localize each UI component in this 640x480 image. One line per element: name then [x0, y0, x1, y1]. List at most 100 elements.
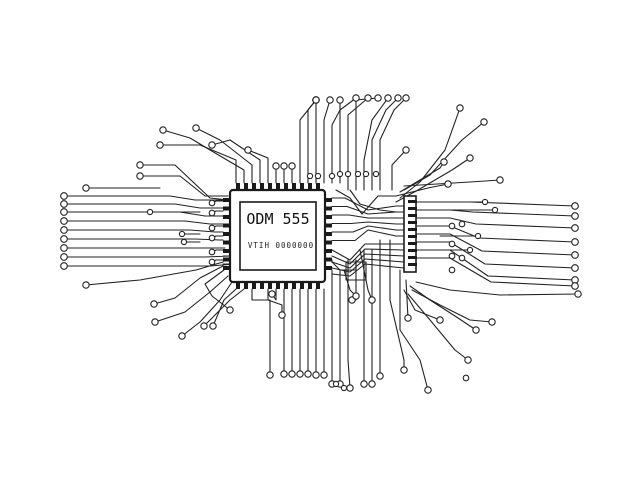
- pad-95: [312, 371, 320, 379]
- chip-pin-11: [276, 282, 280, 289]
- pad-81: [472, 326, 480, 334]
- chip-pin-12: [284, 183, 288, 190]
- chip-pin-27: [325, 215, 332, 219]
- pad-59: [444, 180, 452, 188]
- trace-105: [335, 189, 397, 215]
- pad-67: [571, 264, 579, 272]
- pad-31: [178, 332, 186, 340]
- pad-49: [354, 170, 362, 178]
- chip-pin-3: [244, 282, 248, 289]
- pad-32: [209, 322, 217, 330]
- pad-48: [344, 170, 352, 178]
- pad-72: [448, 252, 456, 260]
- pad-88: [266, 371, 274, 379]
- chip-pin-6: [260, 183, 264, 190]
- pad-65: [571, 238, 579, 246]
- trace-54: [415, 201, 576, 207]
- trace-60: [415, 249, 576, 281]
- chip-pin-17: [300, 282, 304, 289]
- trace-33: [203, 288, 245, 327]
- pad-15: [244, 146, 252, 154]
- pad-69: [571, 282, 579, 290]
- chip-pin-23: [325, 198, 332, 202]
- chip-pin-30: [223, 232, 230, 236]
- pad-62: [571, 202, 579, 210]
- pad-85: [404, 314, 412, 322]
- trace-72: [399, 269, 429, 391]
- trace-34: [204, 269, 231, 311]
- trace-89: [389, 239, 405, 371]
- chip-pin-1: [236, 282, 240, 289]
- trace-13: [195, 127, 253, 184]
- pad-84: [436, 316, 444, 324]
- connector-pin-4: [408, 228, 417, 231]
- pad-61: [496, 176, 504, 184]
- trace-45: [371, 97, 399, 191]
- pad-83: [464, 356, 472, 364]
- pad-90: [268, 290, 276, 298]
- pad-50: [362, 170, 370, 178]
- pad-82: [488, 318, 496, 326]
- pad-52: [314, 172, 322, 180]
- trace-3: [63, 220, 224, 225]
- pad-27: [146, 208, 154, 216]
- trace-1: [63, 203, 224, 209]
- pad-5: [60, 235, 68, 243]
- pad-7: [60, 253, 68, 261]
- chip-pin-31: [325, 232, 332, 236]
- pad-29: [150, 300, 158, 308]
- pad-28: [82, 281, 90, 289]
- trace-96: [331, 225, 405, 233]
- pad-94: [304, 370, 312, 378]
- chip-pin-25: [325, 206, 332, 211]
- pad-14: [208, 141, 216, 149]
- connector-pin-8: [408, 256, 417, 259]
- pad-91: [280, 370, 288, 378]
- trace-46: [379, 97, 407, 191]
- pad-60: [440, 158, 448, 166]
- pad-73: [448, 266, 456, 274]
- chip-pin-37: [325, 257, 332, 262]
- pad-64: [571, 224, 579, 232]
- pad-10: [136, 161, 144, 169]
- trace-4: [63, 229, 224, 233]
- chip-pin-35: [325, 249, 332, 253]
- chip-pin-9: [268, 282, 272, 289]
- connector-pin-0: [408, 200, 417, 203]
- pad-22: [208, 234, 216, 242]
- pad-23: [208, 248, 216, 256]
- chip-pin-21: [316, 282, 320, 289]
- pad-43: [374, 94, 382, 102]
- connector-chip-pins: [408, 200, 417, 266]
- pad-42: [364, 94, 372, 102]
- trace-10: [139, 164, 229, 201]
- trace-2: [63, 211, 224, 217]
- pad-107: [332, 380, 340, 388]
- pad-105: [368, 296, 376, 304]
- trace-9: [139, 175, 229, 197]
- chip-pin-19: [308, 282, 312, 289]
- connector-pin-5: [408, 235, 417, 238]
- pad-74: [458, 220, 466, 228]
- pad-40: [336, 96, 344, 104]
- pad-19: [208, 199, 216, 207]
- trace-28: [85, 261, 224, 286]
- pad-34: [226, 306, 234, 314]
- pad-63: [571, 212, 579, 220]
- pad-38: [312, 96, 320, 104]
- trace-32: [212, 288, 237, 327]
- trace-7: [63, 255, 231, 258]
- chip-pin-18: [308, 183, 312, 190]
- trace-37: [307, 99, 317, 184]
- chip-pin-39: [325, 266, 332, 270]
- pad-0: [60, 192, 68, 200]
- trace-59: [415, 241, 576, 269]
- connector-pin-2: [408, 214, 417, 217]
- trace-29: [153, 265, 224, 305]
- trace-41: [339, 97, 357, 184]
- pad-2: [60, 208, 68, 216]
- pad-6: [60, 244, 68, 252]
- pad-104: [400, 366, 408, 374]
- pad-93: [296, 370, 304, 378]
- pad-54: [328, 172, 336, 180]
